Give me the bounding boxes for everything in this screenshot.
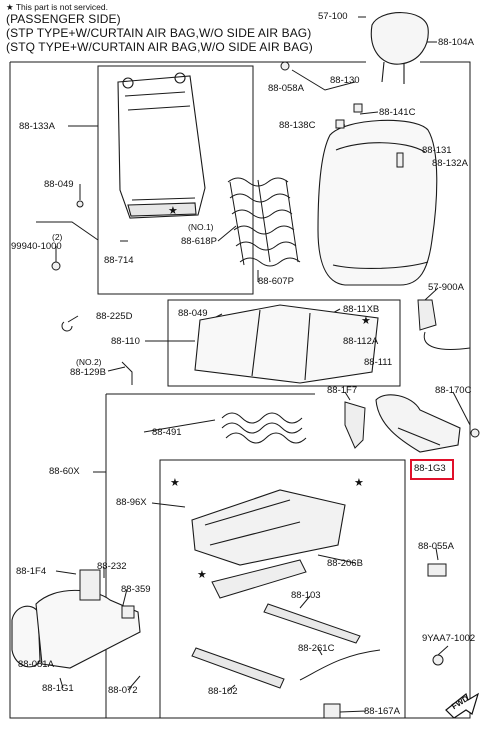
label-88-1f4[interactable]: 88-1F4 (16, 566, 47, 577)
label-88-132a[interactable]: 88-132A (432, 158, 468, 169)
label-88-170c[interactable]: 88-170C (435, 385, 472, 396)
seat-cushion-88-110 (194, 304, 379, 384)
label-88-96x[interactable]: 88-96X (116, 497, 147, 508)
svg-text:★: ★ (197, 569, 207, 581)
seat-frame-box (159, 459, 406, 719)
svg-text:★: ★ (354, 477, 364, 489)
label-qty-2: (2) (52, 232, 63, 242)
wire-harness-88-491 (221, 412, 307, 444)
seat-rail-88-103 (263, 603, 361, 644)
label-99940-1000[interactable]: 99940-1000 (11, 241, 62, 252)
forward-arrow-icon: FWD (444, 690, 480, 719)
label-88-141c[interactable]: 88-141C (379, 107, 416, 118)
label-88-1g3[interactable]: 88-1G3 (414, 463, 446, 474)
header-line-2: (STP TYPE+W/CURTAIN AIR BAG,W/O SIDE AIR… (6, 26, 312, 40)
label-88-055a[interactable]: 88-055A (418, 541, 454, 552)
label-88-058a[interactable]: 88-058A (268, 83, 304, 94)
label-88-607p[interactable]: 88-607P (258, 276, 294, 287)
label-no1: (NO.1) (188, 222, 214, 232)
label-88-206b[interactable]: 88-206B (327, 558, 363, 569)
label-no2: (NO.2) (76, 357, 102, 367)
seat-rail-88-102 (191, 647, 285, 689)
label-88-129b[interactable]: 88-129B (70, 367, 106, 378)
label-88-049-lower[interactable]: 88-049 (178, 308, 208, 319)
label-88-359[interactable]: 88-359 (121, 584, 151, 595)
bracket-88-206b (211, 559, 307, 599)
label-88-081a[interactable]: 88-081A (18, 659, 54, 670)
label-88-102[interactable]: 88-102 (208, 686, 238, 697)
label-88-1g1[interactable]: 88-1G1 (42, 683, 74, 694)
svg-text:★: ★ (170, 477, 180, 489)
label-57-100[interactable]: 57-100 (318, 11, 348, 22)
label-88-104a[interactable]: 88-104A (438, 37, 474, 48)
backrest-frame-88-133a (117, 72, 206, 219)
backrest-cushion-88-131 (317, 119, 438, 286)
label-88-138c[interactable]: 88-138C (279, 120, 316, 131)
label-88-167a[interactable]: 88-167A (364, 706, 400, 717)
label-88-130[interactable]: 88-130 (330, 75, 360, 86)
svg-text:★: ★ (168, 205, 178, 217)
label-88-110[interactable]: 88-110 (111, 336, 140, 347)
label-88-133a[interactable]: 88-133A (19, 121, 55, 132)
label-88-111[interactable]: 88-111 (364, 357, 393, 368)
label-88-714[interactable]: 88-714 (104, 255, 134, 266)
headrest-88-104a (370, 12, 429, 84)
label-9yaa7-1002[interactable]: 9YAA7-1002 (422, 633, 476, 644)
label-88-072[interactable]: 88-072 (108, 685, 138, 696)
seat-track-box (105, 393, 315, 719)
svg-text:★: ★ (361, 315, 371, 327)
bracket-88-1f7 (344, 401, 366, 449)
small-fasteners (51, 61, 480, 719)
label-88-261c[interactable]: 88-261C (298, 643, 335, 654)
header-line-3: (STQ TYPE+W/CURTAIN AIR BAG,W/O SIDE AIR… (6, 40, 313, 54)
highlight-88-1g3 (410, 459, 454, 480)
lever-88-261c (299, 649, 381, 681)
label-88-1f7[interactable]: 88-1F7 (327, 385, 358, 396)
label-88-049-upper[interactable]: 88-049 (44, 179, 74, 190)
cushion-box (167, 299, 401, 387)
label-57-900a[interactable]: 57-900A (428, 282, 464, 293)
label-88-11xb[interactable]: 88-11XB (343, 304, 380, 315)
label-88-103[interactable]: 88-103 (291, 590, 321, 601)
label-88-491[interactable]: 88-491 (152, 427, 182, 438)
spring-mat-88-607p (227, 177, 301, 267)
side-trim-88-081a (11, 605, 41, 668)
label-88-112a[interactable]: 88-112A (343, 336, 379, 347)
label-88-232[interactable]: 88-232 (97, 561, 127, 572)
not-serviced-stars: ★ ★ ★ ★ ★ (168, 205, 371, 581)
recliner-cover-88-1g3 (375, 394, 461, 453)
seat-frame-88-96x (191, 489, 346, 566)
label-88-618p[interactable]: 88-618P (181, 236, 217, 247)
header-line-1: (PASSENGER SIDE) (6, 12, 121, 26)
side-trim-88-1g1 (35, 589, 141, 669)
label-88-60x[interactable]: 88-60X (49, 466, 80, 477)
backrest-frame-box (97, 65, 254, 295)
label-88-131[interactable]: 88-131 (422, 145, 452, 156)
not-serviced-note: ★ This part is not serviced. (6, 2, 108, 12)
airbag-module-57-900a (417, 299, 471, 350)
label-88-225d[interactable]: 88-225D (96, 311, 133, 322)
